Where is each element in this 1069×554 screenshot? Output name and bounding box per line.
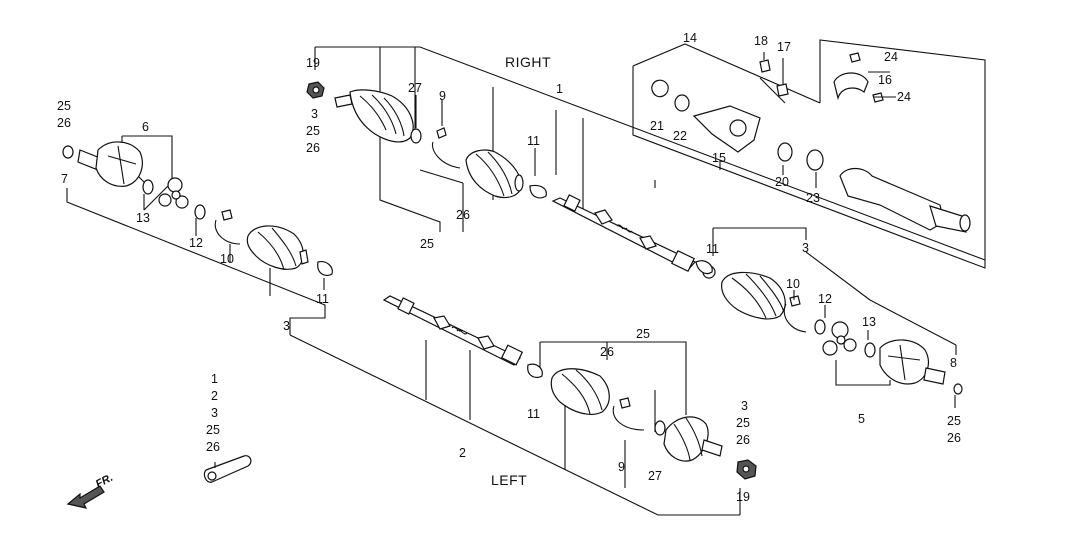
part-num: 24 <box>884 50 898 64</box>
part-num: 2 <box>459 446 466 460</box>
label-left: LEFT <box>491 472 527 488</box>
left-inner-joint-group <box>62 135 206 220</box>
part-num: 9 <box>618 460 625 474</box>
left-small-leaders <box>143 194 325 296</box>
right-boot-band-9 <box>431 127 461 169</box>
front-arrow-icon <box>66 485 105 509</box>
section-labels: RIGHT LEFT FR. <box>94 54 551 491</box>
left-boot <box>550 368 610 415</box>
kit-item: 1 <box>211 372 218 386</box>
part-num: 26 <box>947 431 961 445</box>
left-clip-27 <box>654 420 666 436</box>
right-outer-boot <box>465 149 524 199</box>
left-nut-19 <box>736 459 757 480</box>
left-band-9 <box>612 397 645 431</box>
part-num: 25 <box>736 416 750 430</box>
part-num: 17 <box>777 40 791 54</box>
part-num: 3 <box>741 399 748 413</box>
part-num: 25 <box>947 414 961 428</box>
part-num: 19 <box>306 56 320 70</box>
part-num: 10 <box>220 252 234 266</box>
left-inner-boot <box>246 225 309 271</box>
part-num: 24 <box>897 90 911 104</box>
part-num: 3 <box>283 319 290 333</box>
right-clip-12 <box>814 319 826 335</box>
part-num: 11 <box>527 134 540 148</box>
left-clip-11 <box>527 363 543 379</box>
part-num: 6 <box>142 120 149 134</box>
part-num: 26 <box>456 208 470 222</box>
part-num: 20 <box>775 175 789 189</box>
right-small-leaders <box>415 52 957 408</box>
part-num: 10 <box>786 277 800 291</box>
part-num: 25 <box>57 99 71 113</box>
left-assembly-leaders <box>66 188 741 516</box>
grease-tube <box>203 455 252 483</box>
part-num: 12 <box>189 236 203 250</box>
part-num: 7 <box>61 172 68 186</box>
right-shaft <box>551 194 696 273</box>
left-clip-11b <box>317 261 333 277</box>
right-tripod-13 <box>822 321 876 358</box>
right-band-10 <box>783 295 807 333</box>
part-num: 13 <box>862 315 876 329</box>
right-inner-boot <box>695 260 786 320</box>
right-inner-joint <box>879 339 963 395</box>
part-num: 25 <box>636 327 650 341</box>
part-num: 3 <box>802 241 809 255</box>
left-shaft <box>382 295 524 366</box>
part-num: 13 <box>136 211 150 225</box>
part-num: 22 <box>673 129 687 143</box>
part-num: 21 <box>650 119 664 133</box>
kit-item: 26 <box>206 440 220 454</box>
part-num: 15 <box>712 151 726 165</box>
part-num: 27 <box>648 469 662 483</box>
part-num: 11 <box>316 292 329 306</box>
part-num: 3 <box>311 107 318 121</box>
right-nut-19 <box>306 81 325 99</box>
part-num: 5 <box>858 412 865 426</box>
part-num: 11 <box>527 407 540 421</box>
part-num: 1 <box>556 82 563 96</box>
right-clip-27 <box>410 128 422 144</box>
part-num: 9 <box>439 89 446 103</box>
part-num: 26 <box>57 116 71 130</box>
part-num: 25 <box>306 124 320 138</box>
part-num: 26 <box>600 345 614 359</box>
left-band-10 <box>214 209 241 245</box>
part-num: 19 <box>736 490 750 504</box>
part-num: 16 <box>878 73 892 87</box>
part-num: 27 <box>408 81 422 95</box>
label-front: FR. <box>94 472 115 491</box>
part-num: 25 <box>420 237 434 251</box>
right-bracket-group <box>632 39 986 269</box>
right-clip-11 <box>529 184 547 199</box>
part-num: 12 <box>818 292 832 306</box>
part-num: 18 <box>754 34 768 48</box>
label-right: RIGHT <box>505 54 551 70</box>
part-num: 8 <box>950 356 957 370</box>
part-num: 14 <box>683 31 697 45</box>
kit-item: 25 <box>206 423 220 437</box>
kit-item: 2 <box>211 389 218 403</box>
left-outer-joint <box>663 416 723 462</box>
part-num: 26 <box>736 433 750 447</box>
part-num: 23 <box>806 191 820 205</box>
part-number-labels: 19 3 25 26 27 9 1 11 26 25 14 18 17 24 1… <box>57 31 961 504</box>
part-num: 11 <box>706 242 719 256</box>
part-num: 26 <box>306 141 320 155</box>
kit-item: 3 <box>211 406 218 420</box>
right-assembly-leaders <box>314 46 986 261</box>
right-outer-cv-joint <box>334 89 414 143</box>
